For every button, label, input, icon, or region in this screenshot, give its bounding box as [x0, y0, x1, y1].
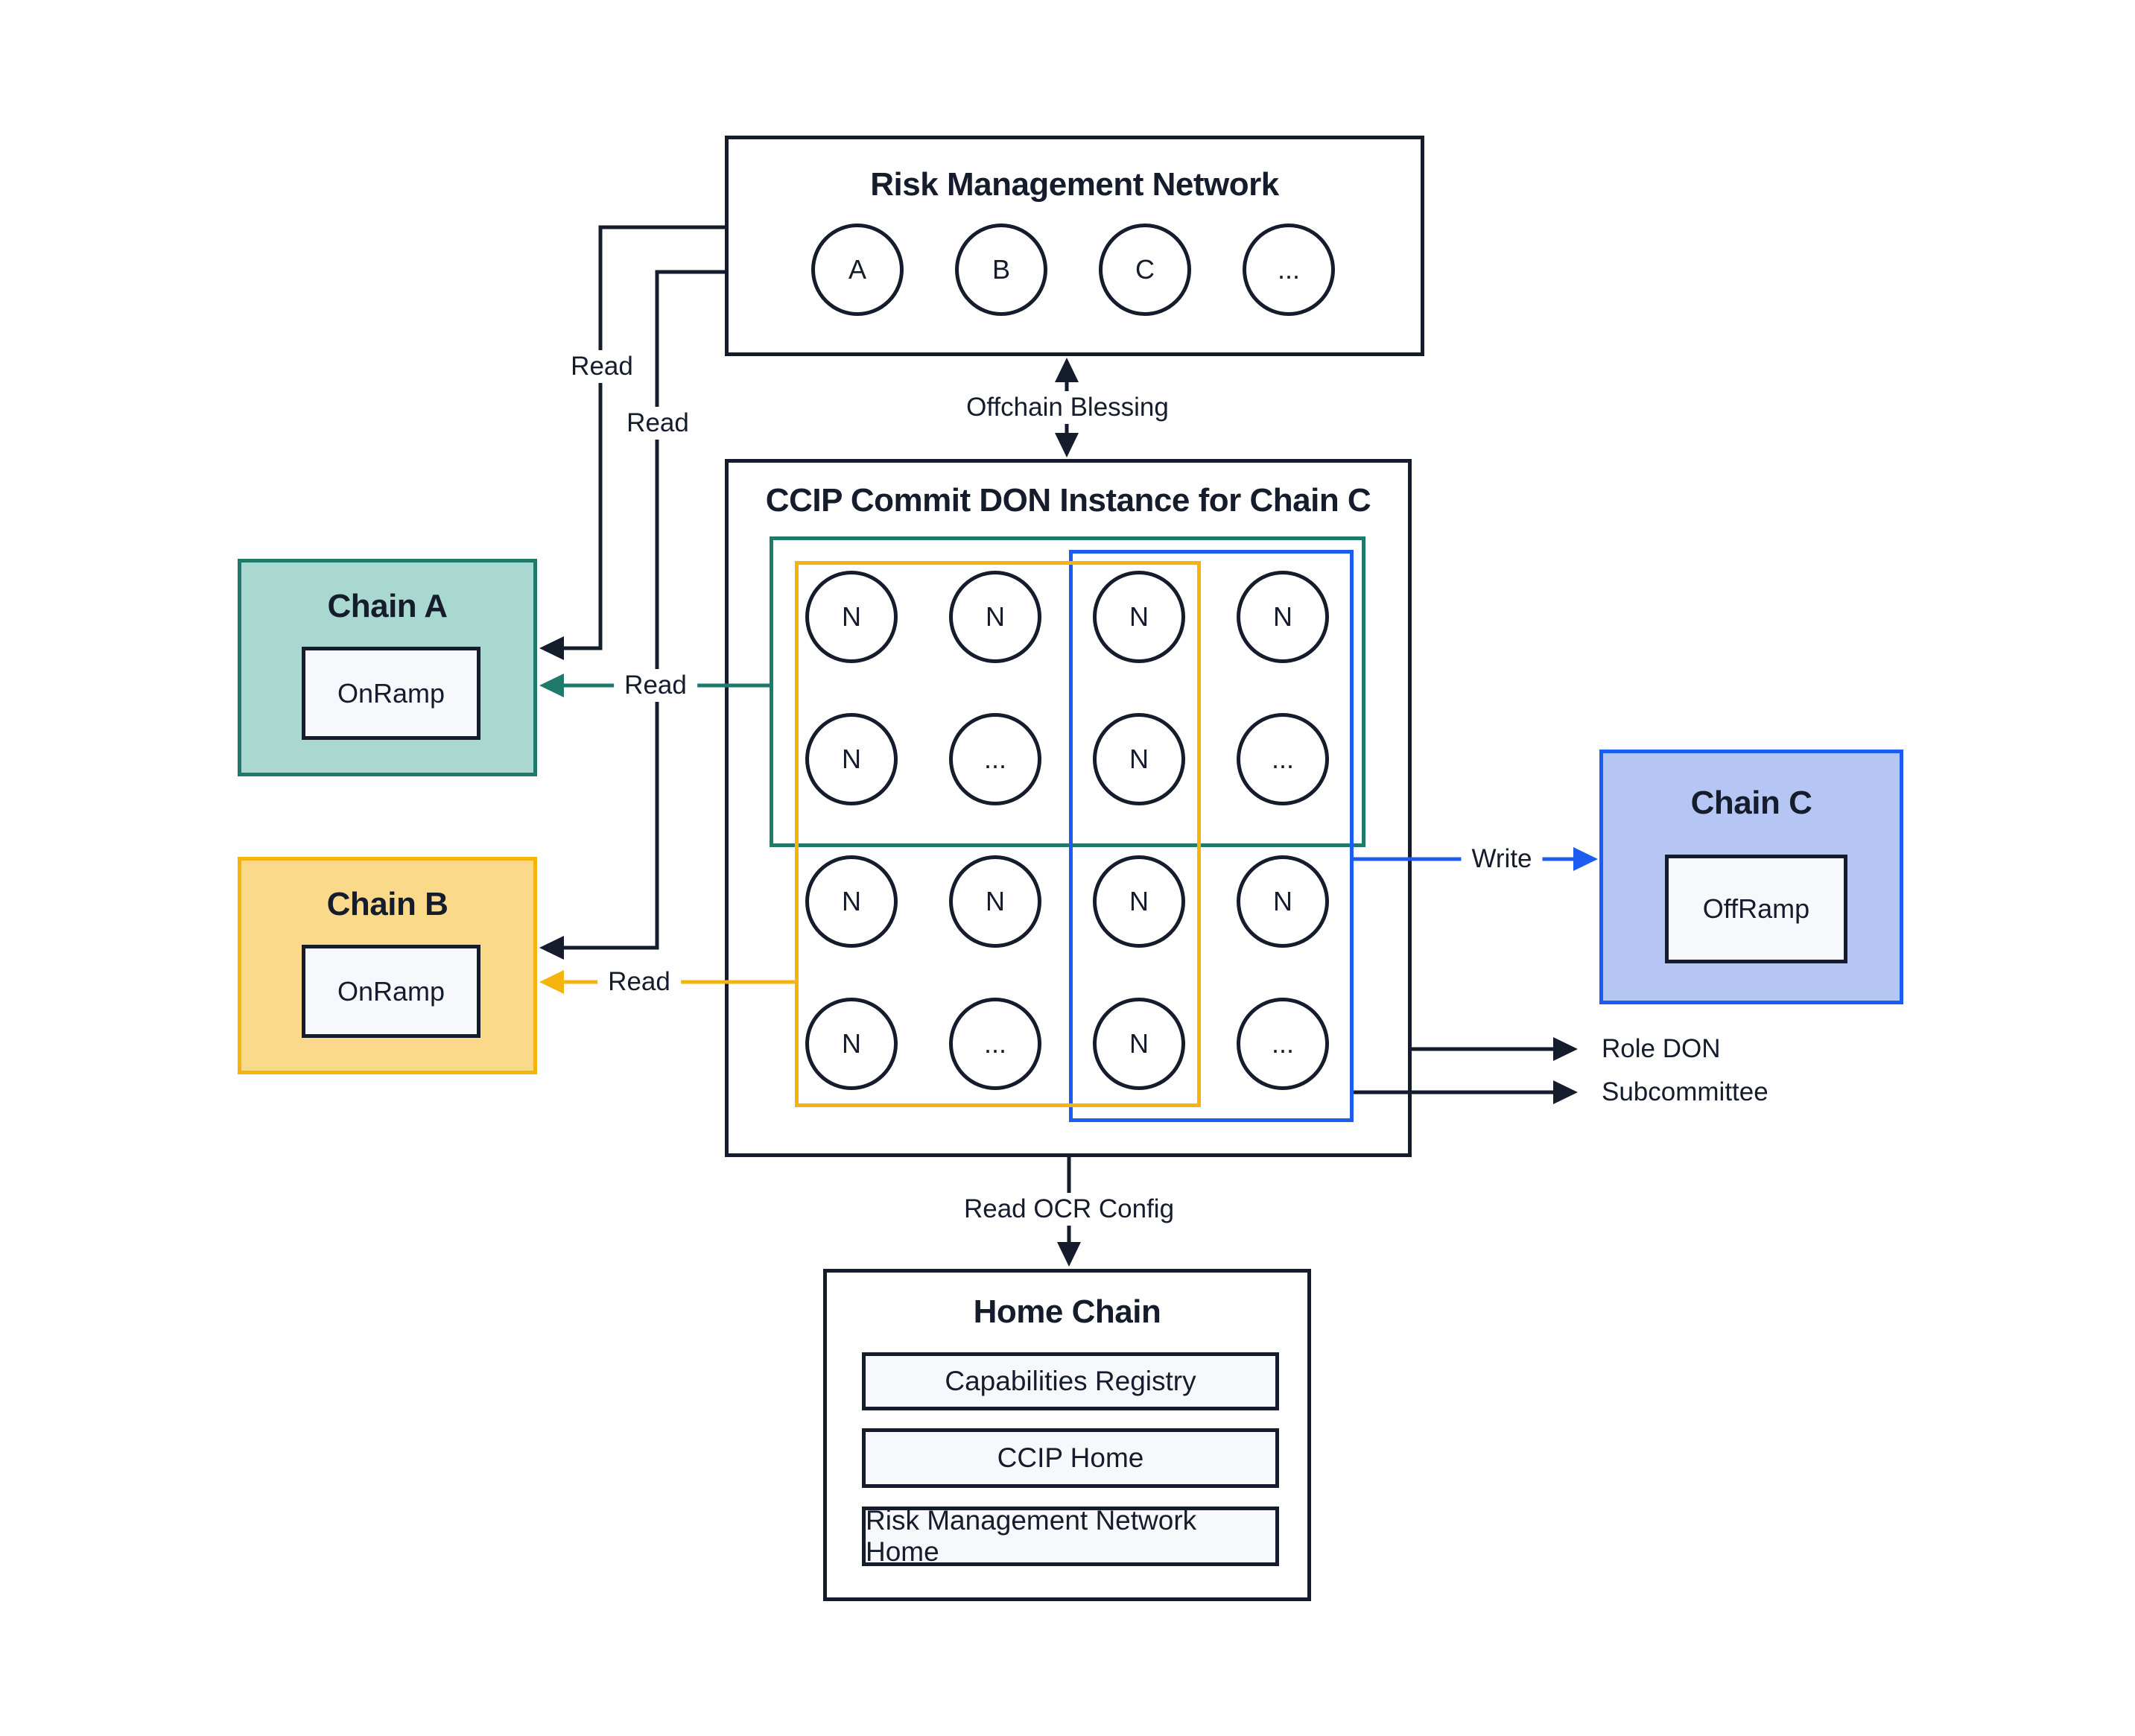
arrowhead-read-teal-to-chain-a: [539, 674, 564, 697]
chain-c-box: Chain C OffRamp: [1599, 750, 1903, 1004]
arrowhead-offchain-blessing-up: [1055, 358, 1079, 382]
don-node-label: N: [1129, 744, 1149, 774]
chain-b-box: Chain B OnRamp: [238, 857, 537, 1074]
don-node-label: N: [1129, 601, 1149, 632]
don-node: N: [1237, 571, 1329, 663]
home-chain-title: Home Chain: [973, 1293, 1161, 1330]
chain-c-offramp-box: OffRamp: [1665, 855, 1847, 963]
ccip-home-label: CCIP Home: [997, 1442, 1144, 1473]
rmn-node-b-label: B: [992, 254, 1010, 285]
rmn-node-c-label: C: [1135, 254, 1155, 285]
don-node-label: N: [986, 886, 1005, 916]
don-node-label: ...: [1271, 744, 1294, 774]
don-node-label: ...: [983, 1028, 1006, 1059]
don-node-label: N: [1273, 886, 1292, 916]
don-node: N: [949, 855, 1041, 948]
rmn-node-more-label: ...: [1277, 254, 1300, 285]
rmn-node-b: B: [955, 224, 1047, 316]
capabilities-registry-box: Capabilities Registry: [862, 1352, 1279, 1410]
chain-a-onramp-label: OnRamp: [337, 677, 445, 709]
home-chain-box: Home Chain Capabilities Registry CCIP Ho…: [823, 1269, 1311, 1601]
arrowhead-read-rmn-to-chain-b: [539, 936, 564, 960]
rmn-home-box: Risk Management Network Home: [862, 1505, 1279, 1567]
role-don-label: Role DON: [1602, 1033, 1721, 1065]
chain-b-onramp-label: OnRamp: [337, 975, 445, 1007]
teal-subcommittee-rect: [770, 536, 1365, 847]
offchain-blessing-label: Offchain Blessing: [956, 391, 1179, 424]
don-node: ...: [1237, 998, 1329, 1090]
read-yellow-chain-b-label: Read: [597, 966, 681, 998]
don-node-label: ...: [1271, 1028, 1294, 1059]
chain-a-title: Chain A: [327, 588, 448, 624]
chain-c-title: Chain C: [1690, 785, 1812, 821]
rmn-node-c: C: [1099, 224, 1191, 316]
rmn-node-more: ...: [1243, 224, 1335, 316]
rmn-node-a-label: A: [848, 254, 866, 285]
risk-management-network-title: Risk Management Network: [870, 166, 1279, 203]
capabilities-registry-label: Capabilities Registry: [945, 1366, 1196, 1396]
rmn-home-label: Risk Management Network Home: [866, 1505, 1197, 1567]
rmn-node-a: A: [811, 224, 904, 316]
yellow-subcommittee-rect: [795, 561, 1201, 1107]
don-node: N: [1093, 855, 1185, 948]
chain-b-onramp-box: OnRamp: [302, 945, 480, 1038]
read-teal-chain-a-label: Read: [614, 669, 697, 702]
write-label: Write: [1461, 843, 1543, 875]
ccip-home-box: CCIP Home: [862, 1428, 1279, 1488]
chain-b-title: Chain B: [326, 886, 448, 922]
don-node: ...: [949, 713, 1041, 805]
don-node: N: [805, 855, 898, 948]
arrowhead-read-yellow-to-chain-b: [539, 970, 564, 994]
read-rmn-chain-b-label: Read: [616, 407, 699, 440]
don-node-label: N: [842, 601, 861, 632]
commit-don-title: CCIP Commit DON Instance for Chain C: [765, 482, 1371, 519]
don-node: N: [805, 713, 898, 805]
don-node: ...: [949, 998, 1041, 1090]
don-node: N: [1093, 571, 1185, 663]
don-node: N: [1093, 998, 1185, 1090]
blue-subcommittee-rect: [1069, 550, 1354, 1122]
arrowhead-subcommittee: [1553, 1080, 1578, 1104]
arrowhead-offchain-blessing-down: [1055, 433, 1079, 457]
don-node-label: N: [1273, 601, 1292, 632]
don-node-label: N: [986, 601, 1005, 632]
arrowhead-read-ocr-config: [1057, 1242, 1081, 1267]
don-node: N: [805, 998, 898, 1090]
arrowhead-read-rmn-to-chain-a: [539, 636, 564, 660]
don-node-label: N: [1129, 886, 1149, 916]
don-node-label: N: [842, 744, 861, 774]
chain-a-box: Chain A OnRamp: [238, 559, 537, 776]
chain-c-offramp-label: OffRamp: [1702, 893, 1810, 924]
read-rmn-chain-a-label: Read: [560, 350, 644, 383]
don-node: N: [949, 571, 1041, 663]
don-node: N: [805, 571, 898, 663]
arrowhead-role-don: [1553, 1037, 1578, 1061]
don-node: N: [1237, 855, 1329, 948]
don-node-label: N: [1129, 1028, 1149, 1059]
chain-a-onramp-box: OnRamp: [302, 647, 480, 740]
read-ocr-config-label: Read OCR Config: [953, 1193, 1185, 1226]
don-node-label: N: [842, 1028, 861, 1059]
arrowhead-write-to-chain-c: [1573, 847, 1598, 871]
subcommittee-label: Subcommittee: [1602, 1076, 1768, 1109]
don-node-label: N: [842, 886, 861, 916]
don-node: ...: [1237, 713, 1329, 805]
don-node-label: ...: [983, 744, 1006, 774]
don-node: N: [1093, 713, 1185, 805]
